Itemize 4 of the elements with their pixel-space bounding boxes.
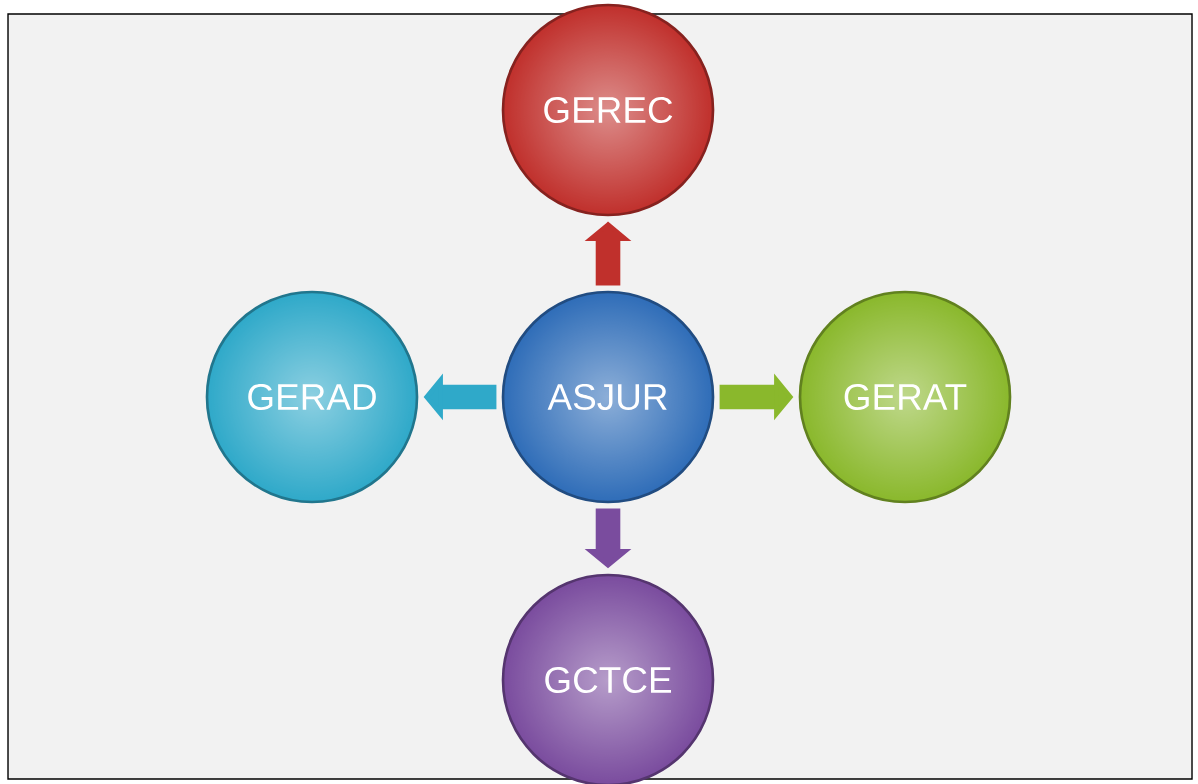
circle-node: GERAD <box>205 290 419 504</box>
circle-node: GERAT <box>798 290 1012 504</box>
circle-node: GEREC <box>501 3 715 217</box>
circle-node: ASJUR <box>501 290 715 504</box>
